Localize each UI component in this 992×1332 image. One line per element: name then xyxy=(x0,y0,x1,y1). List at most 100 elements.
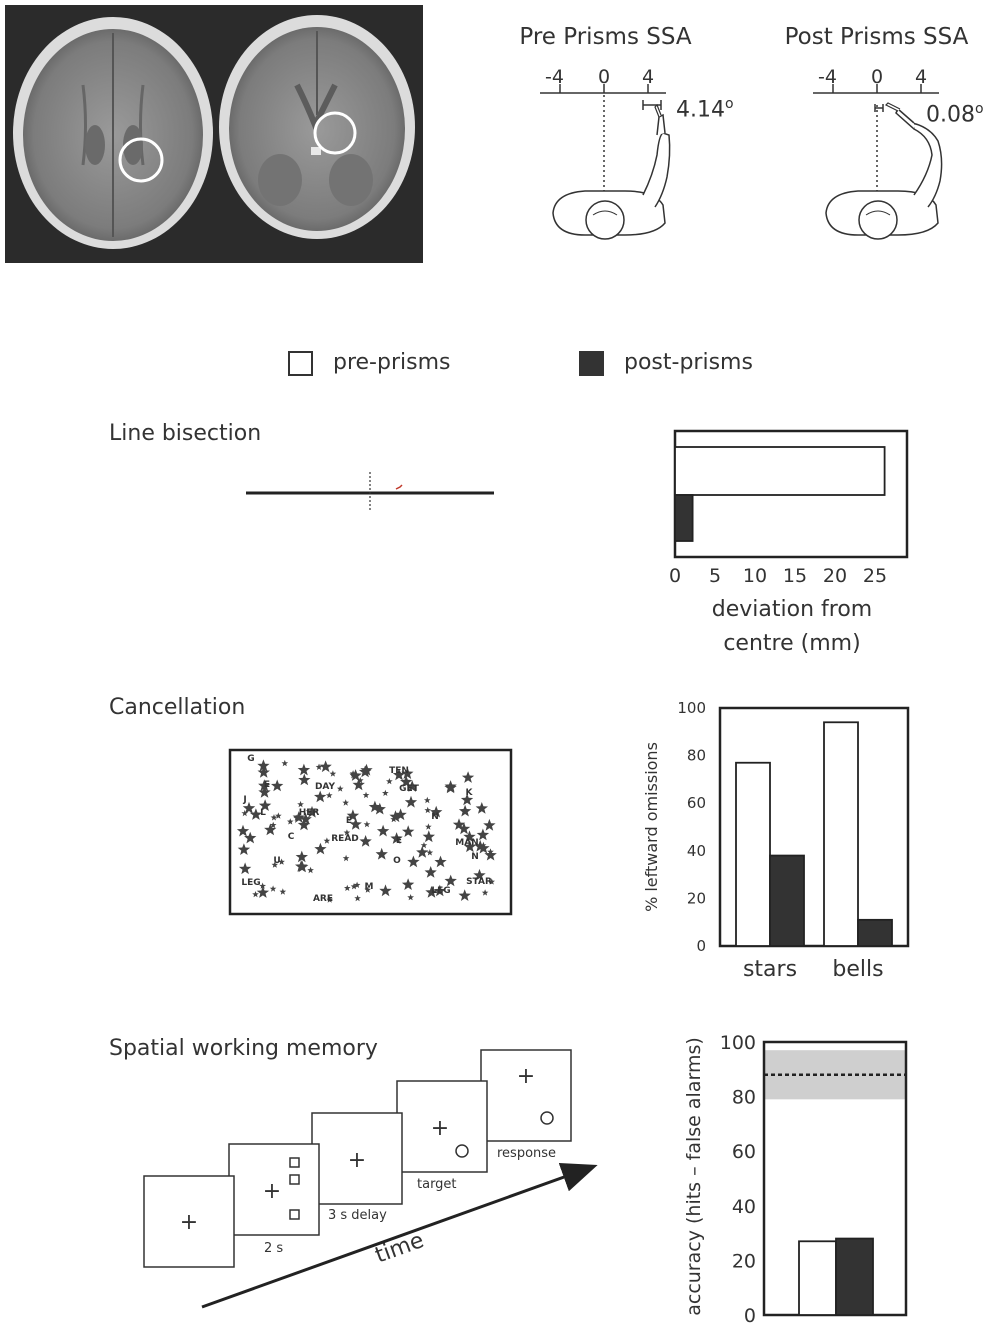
cancellation-star xyxy=(258,786,271,798)
cancellation-star xyxy=(275,812,282,819)
post-ssa-title: Post Prisms SSA xyxy=(784,24,969,50)
cancellation-star xyxy=(319,760,332,773)
cancellation-star xyxy=(433,884,446,897)
ct-scan-image xyxy=(5,5,423,263)
cancellation-star xyxy=(457,822,471,835)
line-bisection-xlabel-1: deviation from xyxy=(711,597,873,622)
cancellation-star xyxy=(305,805,319,818)
cancellation-star xyxy=(271,779,284,792)
swm-frames: + + + + + xyxy=(143,1049,598,1309)
cancellation-star xyxy=(404,795,418,808)
cancellation-star xyxy=(242,801,256,814)
chart3-ytick-20: 20 xyxy=(732,1250,756,1272)
line-bisection-stimulus xyxy=(246,472,494,512)
post-ssa-scale xyxy=(813,84,939,112)
chart2-ytick-80: 80 xyxy=(687,747,706,765)
cancellation-word: ARE xyxy=(313,894,333,904)
svg-text:+: + xyxy=(348,1148,366,1173)
cancellation-word: TEN xyxy=(389,766,409,776)
chart3-ytick-80: 80 xyxy=(732,1087,756,1109)
cancellation-star xyxy=(430,805,443,818)
cancellation-star xyxy=(336,785,344,792)
chart3-bar-pre-prisms xyxy=(798,1240,837,1316)
chart2-ytick-40: 40 xyxy=(687,842,706,860)
legend-post-label: post-prisms xyxy=(624,350,753,375)
cancellation-star xyxy=(420,841,428,849)
cancellation-star xyxy=(244,831,257,844)
post-pointing-figure xyxy=(825,102,943,240)
cancellation-star xyxy=(269,885,277,892)
chart2-xtick-bells: bells xyxy=(832,957,883,982)
cancellation-star xyxy=(407,894,414,901)
cancellation-word: LEG xyxy=(431,886,450,896)
cancellation-word: L xyxy=(260,808,266,818)
cancellation-star xyxy=(389,810,402,823)
line-bisection-xlabel-2: centre (mm) xyxy=(723,631,861,656)
chart1-bar-pre-prisms xyxy=(674,446,886,496)
cancellation-star xyxy=(452,818,466,830)
svg-text:+: + xyxy=(263,1179,281,1204)
post-scale-tick-4: 4 xyxy=(915,66,928,88)
cancellation-star xyxy=(402,825,415,837)
cancellation-star xyxy=(281,759,289,767)
chart3-ylabel: accuracy (hits – false alarms) xyxy=(683,1037,705,1316)
cancellation-word: E xyxy=(346,816,352,826)
cancellation-star xyxy=(315,763,323,770)
cancellation-star xyxy=(368,800,382,813)
cancellation-star xyxy=(353,881,361,888)
cancellation-star xyxy=(356,777,364,784)
cancellation-star xyxy=(424,806,431,814)
cancellation-star xyxy=(238,862,252,875)
cancellation-star xyxy=(401,878,415,890)
chart2-ylabel: % leftward omissions xyxy=(642,742,661,912)
cancellation-star xyxy=(342,799,349,806)
cancellation-star xyxy=(401,767,414,779)
cancellation-word: K xyxy=(466,788,474,798)
cancellation-star xyxy=(483,818,496,831)
chart1-xtick-0: 0 xyxy=(669,565,681,587)
cancellation-star xyxy=(461,771,475,783)
cancellation-star xyxy=(292,811,305,823)
cancellation-star xyxy=(241,809,249,817)
cancellation-star xyxy=(434,855,447,868)
cancellation-star xyxy=(475,802,488,814)
cancellation-word: E xyxy=(264,780,270,790)
cancellation-star xyxy=(364,886,371,893)
cancellation-star xyxy=(257,766,270,778)
chart2-ytick-100: 100 xyxy=(677,699,706,717)
post-ssa-value: 0.08o xyxy=(926,101,984,128)
legend-post-swatch xyxy=(579,351,604,376)
cancellation-star xyxy=(295,850,308,863)
cancellation-star xyxy=(297,763,311,776)
chart3-ytick-40: 40 xyxy=(732,1196,756,1218)
legend-pre-label: pre-prisms xyxy=(333,350,451,375)
cancellation-star xyxy=(474,839,487,852)
cancellation-star xyxy=(488,878,495,885)
svg-text:+: + xyxy=(431,1116,449,1141)
cancellation-star xyxy=(458,889,471,901)
cancellation-star xyxy=(349,770,357,777)
cancellation-star xyxy=(259,882,266,889)
cancellation-star xyxy=(258,779,271,792)
cancellation-star xyxy=(271,861,279,868)
chart2-xtick-stars: stars xyxy=(743,957,797,982)
cancellation-star xyxy=(326,896,333,903)
cancellation-word: N xyxy=(471,852,479,862)
cancellation-star xyxy=(258,799,272,811)
pre-pointing-figure xyxy=(552,95,671,240)
cancellation-star xyxy=(325,791,333,799)
cancellation-star xyxy=(477,841,490,854)
chart2-bar-stars-1 xyxy=(769,854,805,947)
post-scale-tick-neg4: -4 xyxy=(818,66,837,88)
cancellation-star xyxy=(481,889,489,896)
cancellation-star xyxy=(329,770,337,777)
cancellation-star xyxy=(376,824,390,837)
cancellation-star xyxy=(476,828,490,841)
cancellation-star xyxy=(394,808,407,821)
cancellation-star xyxy=(270,814,278,821)
chart3-ytick-0: 0 xyxy=(744,1305,756,1327)
swm-title: Spatial working memory xyxy=(109,1036,378,1061)
swm-label-response: response xyxy=(497,1146,557,1161)
chart3-ytick-60: 60 xyxy=(732,1141,756,1163)
